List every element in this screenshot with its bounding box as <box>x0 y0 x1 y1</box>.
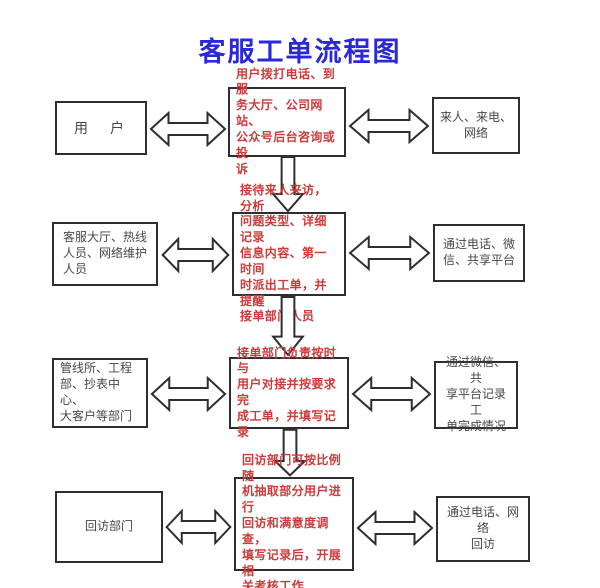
flow-box-step3-label: 接单部门负责按时与 用户对接并按要求完 成工单，并填写记录 <box>237 345 337 439</box>
flow-box-callback-dept-label: 回访部门 <box>84 519 133 534</box>
flow-box-channels-label: 来人、来电、 网络 <box>440 109 513 140</box>
flow-box-dispatch-channels: 通过电话、微 信、共享平台 <box>433 224 525 282</box>
flow-box-user-label: 用 户 <box>74 119 128 136</box>
flow-box-callback-channels-label: 通过电话、网络 回访 <box>446 505 519 551</box>
down-arrow-icon <box>271 156 305 213</box>
flow-box-departments: 管线所、工程 部、抄表中心、 大客户等部门 <box>52 358 148 428</box>
left-right-arrow-icon <box>356 508 434 548</box>
left-right-arrow-icon <box>149 109 227 149</box>
down-arrow-icon <box>271 296 305 357</box>
flow-box-step3: 接单部门负责按时与 用户对接并按要求完 成工单，并填写记录 <box>229 346 349 439</box>
flow-box-callback-channels: 通过电话、网络 回访 <box>436 496 530 562</box>
page-title: 客服工单流程图 <box>198 37 402 67</box>
flow-box-record-channels-label: 通过微信、共 享平台记录工 单完成情况 <box>445 355 506 433</box>
left-right-arrow-icon <box>351 374 432 414</box>
flow-box-callback-dept: 回访部门 <box>55 491 163 563</box>
left-right-arrow-icon <box>348 233 431 273</box>
flow-box-record-channels: 通过微信、共 享平台记录工 单完成情况 <box>434 355 518 433</box>
flow-box-service-staff-label: 客服大厅、热线 人员、网络维护 人员 <box>62 230 147 276</box>
left-right-arrow-icon <box>150 374 227 414</box>
left-right-arrow-icon <box>161 235 230 275</box>
flow-box-step4-label: 回访部门可按比例随 机抽取部分用户进行 回访和满意度调查， 填写记录后，开展相 … <box>242 452 342 588</box>
left-right-arrow-icon <box>165 507 232 547</box>
flow-box-channels: 来人、来电、 网络 <box>432 97 520 154</box>
flow-box-departments-label: 管线所、工程 部、抄表中心、 大客户等部门 <box>60 361 133 423</box>
flow-box-step4: 回访部门可按比例随 机抽取部分用户进行 回访和满意度调查， 填写记录后，开展相 … <box>234 453 354 588</box>
flow-box-service-staff: 客服大厅、热线 人员、网络维护 人员 <box>52 222 158 286</box>
flow-box-step2-label: 接待来人来访，分析 问题类型、详细记录 信息内容、第一时间 时派出工单，并提醒 … <box>240 182 327 324</box>
flow-box-user: 用 户 <box>55 101 147 155</box>
down-arrow-icon <box>273 429 307 477</box>
flow-box-step1: 用户拨打电话、到服 务大厅、公司网站、 公众号后台咨询或投 诉 <box>228 67 346 176</box>
flow-box-step1-label: 用户拨打电话、到服 务大厅、公司网站、 公众号后台咨询或投 诉 <box>236 66 336 176</box>
flow-box-step2: 接待来人来访，分析 问题类型、详细记录 信息内容、第一时间 时派出工单，并提醒 … <box>232 183 346 323</box>
left-right-arrow-icon <box>348 106 430 146</box>
flow-box-dispatch-channels-label: 通过电话、微 信、共享平台 <box>442 237 515 267</box>
